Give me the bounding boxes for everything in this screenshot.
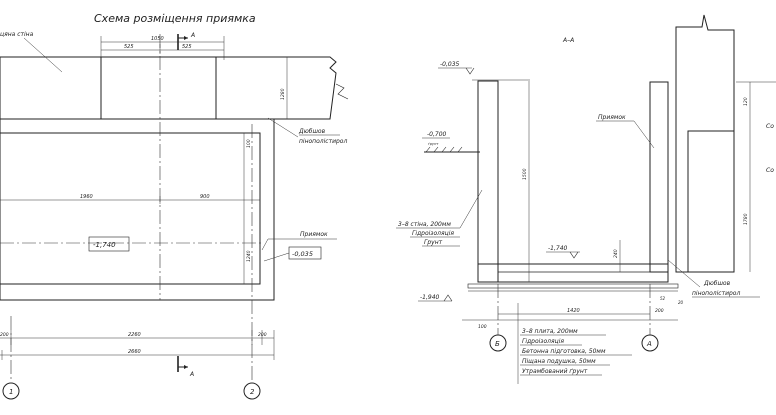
layer-3: Бетонна підготовка, 50мм [522, 348, 606, 355]
pit-left-wall [477, 80, 499, 283]
axis-bubble-b [489, 334, 507, 352]
layer-5: Утрамбований ґрунт [522, 368, 588, 375]
edge-label-1: Со [766, 123, 774, 130]
dowel-label-section-1: Дюбшов [703, 280, 731, 287]
section-cut-top: А [177, 32, 195, 50]
dim-2660: 2660 [128, 349, 141, 355]
dim-900: 900 [200, 194, 210, 200]
dim-1780: 1780 [743, 213, 749, 225]
level-center: -1,740 [93, 241, 116, 249]
axis-b: Б [495, 340, 500, 348]
layer-legend: 3–8 плита, 200мм Гідроізоляція Бетонна п… [517, 303, 632, 384]
wall-note: 3–8 стіна, 200мм [398, 221, 451, 228]
dim-525-b: 525 [182, 44, 192, 50]
break-mark [335, 83, 349, 100]
dim-1500: 1500 [522, 168, 528, 180]
dim-120: 120 [743, 97, 749, 106]
wall-label: цяна стіна [0, 31, 34, 38]
pit-label-section: Приямок [598, 114, 626, 121]
dim-52: 52 [660, 296, 666, 301]
dowel-label-2: пінополістирол [299, 138, 347, 145]
section-cut-bottom: А [177, 356, 194, 378]
dim-240: 240 [613, 249, 619, 258]
pit-walls [0, 118, 275, 301]
dowel-label-section-2: пінополістирол [692, 290, 740, 297]
dim-200-left: 200 [0, 332, 9, 338]
layer-4: Піщана подушка, 50мм [522, 358, 596, 365]
waterproof-note: Гідроізоляція [412, 230, 454, 237]
dim-200-right: 200 [258, 332, 267, 338]
section-mark-a-top: А [190, 32, 195, 39]
dim-1240: 1240 [246, 250, 252, 262]
dim-100-right: 100 [478, 324, 487, 330]
section-view: А–А -0,035 -0,700 ґрунт 1500 240 14 [396, 14, 776, 384]
dim-2260: 2260 [128, 332, 141, 338]
axis-bubble-2 [243, 382, 261, 400]
section-mark-a-bottom: А [189, 371, 194, 378]
axis-2: 2 [250, 388, 255, 396]
existing-wall [0, 56, 349, 120]
level-1740: -1,740 [548, 245, 568, 252]
dim-100: 100 [246, 139, 252, 148]
pit-right-wall [649, 81, 669, 273]
dim-1280: 1280 [280, 88, 286, 100]
soil-note: Грунт [424, 239, 443, 246]
plan-view: Схема розміщення приямка 1050 525 525 А [0, 12, 349, 400]
plan-title: Схема розміщення приямка [94, 12, 256, 25]
dim-1050: 1050 [151, 36, 164, 42]
layer-2: Гідроізоляція [522, 338, 564, 345]
dowel-label-1: Дюбшов [298, 128, 326, 135]
axis-bubble-1 [2, 382, 20, 400]
top-dimension: 1050 525 525 [100, 36, 225, 60]
level-right: -0,035 [292, 250, 313, 258]
dim-1420: 1420 [567, 308, 580, 314]
level-1940: -1,940 [420, 294, 440, 301]
bottom-dimensions: 200 2260 200 2660 [0, 330, 275, 360]
dim-200-right: 200 [655, 308, 664, 314]
section-title: А–А [562, 37, 574, 44]
axis-bubble-a [641, 334, 659, 352]
dim-1960: 1960 [80, 194, 93, 200]
pit-label-plan: Приямок [300, 231, 328, 238]
layer-1: 3–8 плита, 200мм [522, 328, 578, 335]
house-foundation [687, 130, 735, 273]
dim-20: 20 [678, 300, 684, 305]
pit-floor [477, 263, 669, 283]
level-700-sub: ґрунт [428, 142, 439, 146]
level-700: -0,700 [427, 131, 447, 138]
house-wall [675, 14, 735, 273]
dim-525-a: 525 [124, 44, 134, 50]
edge-label-2: Со [766, 167, 774, 174]
axis-1: 1 [9, 388, 13, 396]
axis-a: А [646, 340, 652, 348]
base-slab [467, 283, 679, 289]
level-top: -0,035 [440, 61, 460, 68]
level-box-center [88, 236, 130, 252]
